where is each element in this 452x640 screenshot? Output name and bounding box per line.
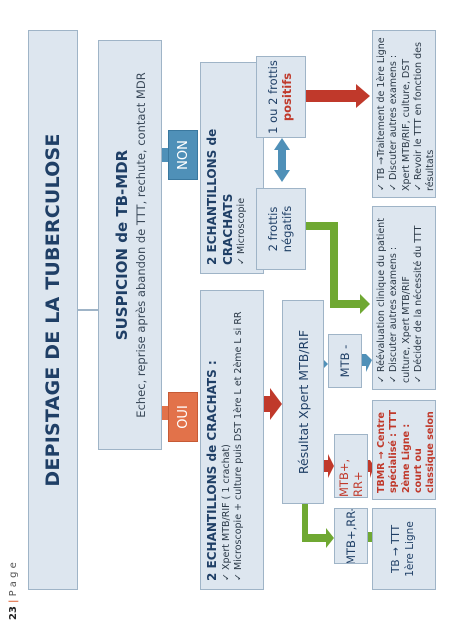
- left-samples-title: 2 ECHANTILLONS de CRACHATS :: [205, 360, 219, 581]
- footer-divider: |: [8, 599, 19, 604]
- frottis-pos-line2: positifs: [280, 72, 294, 122]
- right-samples-title: 2 ECHANTILLONS de CRACHATS: [205, 128, 235, 265]
- frottis-neg-line1: 2 frottis: [266, 206, 281, 252]
- check-icon: ✓: [220, 573, 232, 581]
- check-icon: ✓: [413, 375, 425, 383]
- arrow-mtb-rr-pos: [324, 454, 334, 478]
- arrow-reevaluation: [362, 354, 372, 372]
- result-mtb-neg: MTB -: [328, 334, 362, 388]
- main-title: DEPISTAGE DE LA TUBERCULOSE: [42, 133, 64, 487]
- list-item: ✓Décider de la nécessité du TTT: [413, 225, 425, 383]
- left-samples-box: 2 ECHANTILLONS de CRACHATS : ✓Xpert MTB/…: [200, 290, 264, 590]
- right-samples-box: 2 ECHANTILLONS de CRACHATS ✓Microscopie: [200, 62, 264, 274]
- xpert-result-label: Résultat Xpert MTB/RIF: [295, 329, 311, 475]
- list-item: ✓TB →Traitement de 1ère Ligne: [376, 37, 387, 191]
- check-icon: ✓: [388, 375, 400, 383]
- branch-oui: OUI: [168, 392, 198, 442]
- page-label: P a g e: [8, 562, 19, 597]
- frottis-pos-line1: 1 ou 2 frottis: [266, 60, 281, 134]
- result-mtb-rr-pos: MTB+, RR+: [334, 434, 368, 498]
- arrow-frottis-both: [274, 138, 290, 182]
- check-icon: ✓: [388, 183, 400, 191]
- arrow-frottis-pos: [306, 84, 370, 108]
- outcome-pos-actions: ✓TB →Traitement de 1ère Ligne ✓Discuter …: [372, 30, 436, 198]
- frottis-negatifs-box: 2 frottis négatifs: [256, 188, 306, 270]
- frottis-neg-line2: négatifs: [280, 205, 294, 253]
- list-item: ✓Discuter autres examens : Xpert MTB/RIF…: [388, 54, 412, 191]
- check-icon: ✓: [233, 573, 245, 581]
- main-title-box: DEPISTAGE DE LA TUBERCULOSE: [28, 30, 78, 590]
- xpert-result-box: Résultat Xpert MTB/RIF: [282, 300, 324, 504]
- arrow-mtb-rr-neg: [302, 504, 334, 548]
- flowchart: DEPISTAGE DE LA TUBERCULOSE SUSPICION de…: [20, 20, 440, 600]
- right-samples-item: ✓Microscopie: [236, 197, 248, 265]
- suspicion-box: SUSPICION de TB-MDR Echec, reprise après…: [98, 40, 162, 450]
- check-icon: ✓: [376, 183, 387, 191]
- suspicion-title: SUSPICION de TB-MDR: [112, 149, 131, 341]
- left-samples-item: ✓Microscopie + culture puis DST 1ère L e…: [233, 311, 245, 581]
- left-samples-item: ✓Xpert MTB/RIF ( 1 crachat): [220, 444, 232, 581]
- page-number: 23: [8, 606, 19, 620]
- outcome-tbmr: TBMR → Centre spécialisé : TTT 2ème Lign…: [372, 400, 436, 500]
- suspicion-subtitle: Echec, reprise après abandon de TTT, rec…: [133, 72, 148, 418]
- branch-non: NON: [168, 130, 198, 180]
- list-item: ✓Revoir le TTT en fonction des résultats: [413, 42, 436, 191]
- list-item: ✓Réévaluation clinique du patient: [376, 218, 387, 383]
- outcome-tb-ttt: TB → TTT 1ère Ligne: [372, 508, 436, 590]
- outcome-mtb-neg-actions: ✓Réévaluation clinique du patient ✓Discu…: [372, 206, 436, 390]
- page-footer: 23 | P a g e: [8, 562, 19, 620]
- frottis-positifs-box: 1 ou 2 frottis positifs: [256, 56, 306, 138]
- arrow-frottis-neg: [306, 222, 370, 314]
- check-icon: ✓: [236, 257, 248, 265]
- arrow-xpert: [264, 388, 282, 420]
- list-item: ✓Discuter autres examens : culture, Xper…: [388, 246, 412, 383]
- check-icon: ✓: [413, 183, 425, 191]
- result-mtb-rr-neg: MTB+,RR-: [334, 508, 368, 564]
- check-icon: ✓: [376, 375, 387, 383]
